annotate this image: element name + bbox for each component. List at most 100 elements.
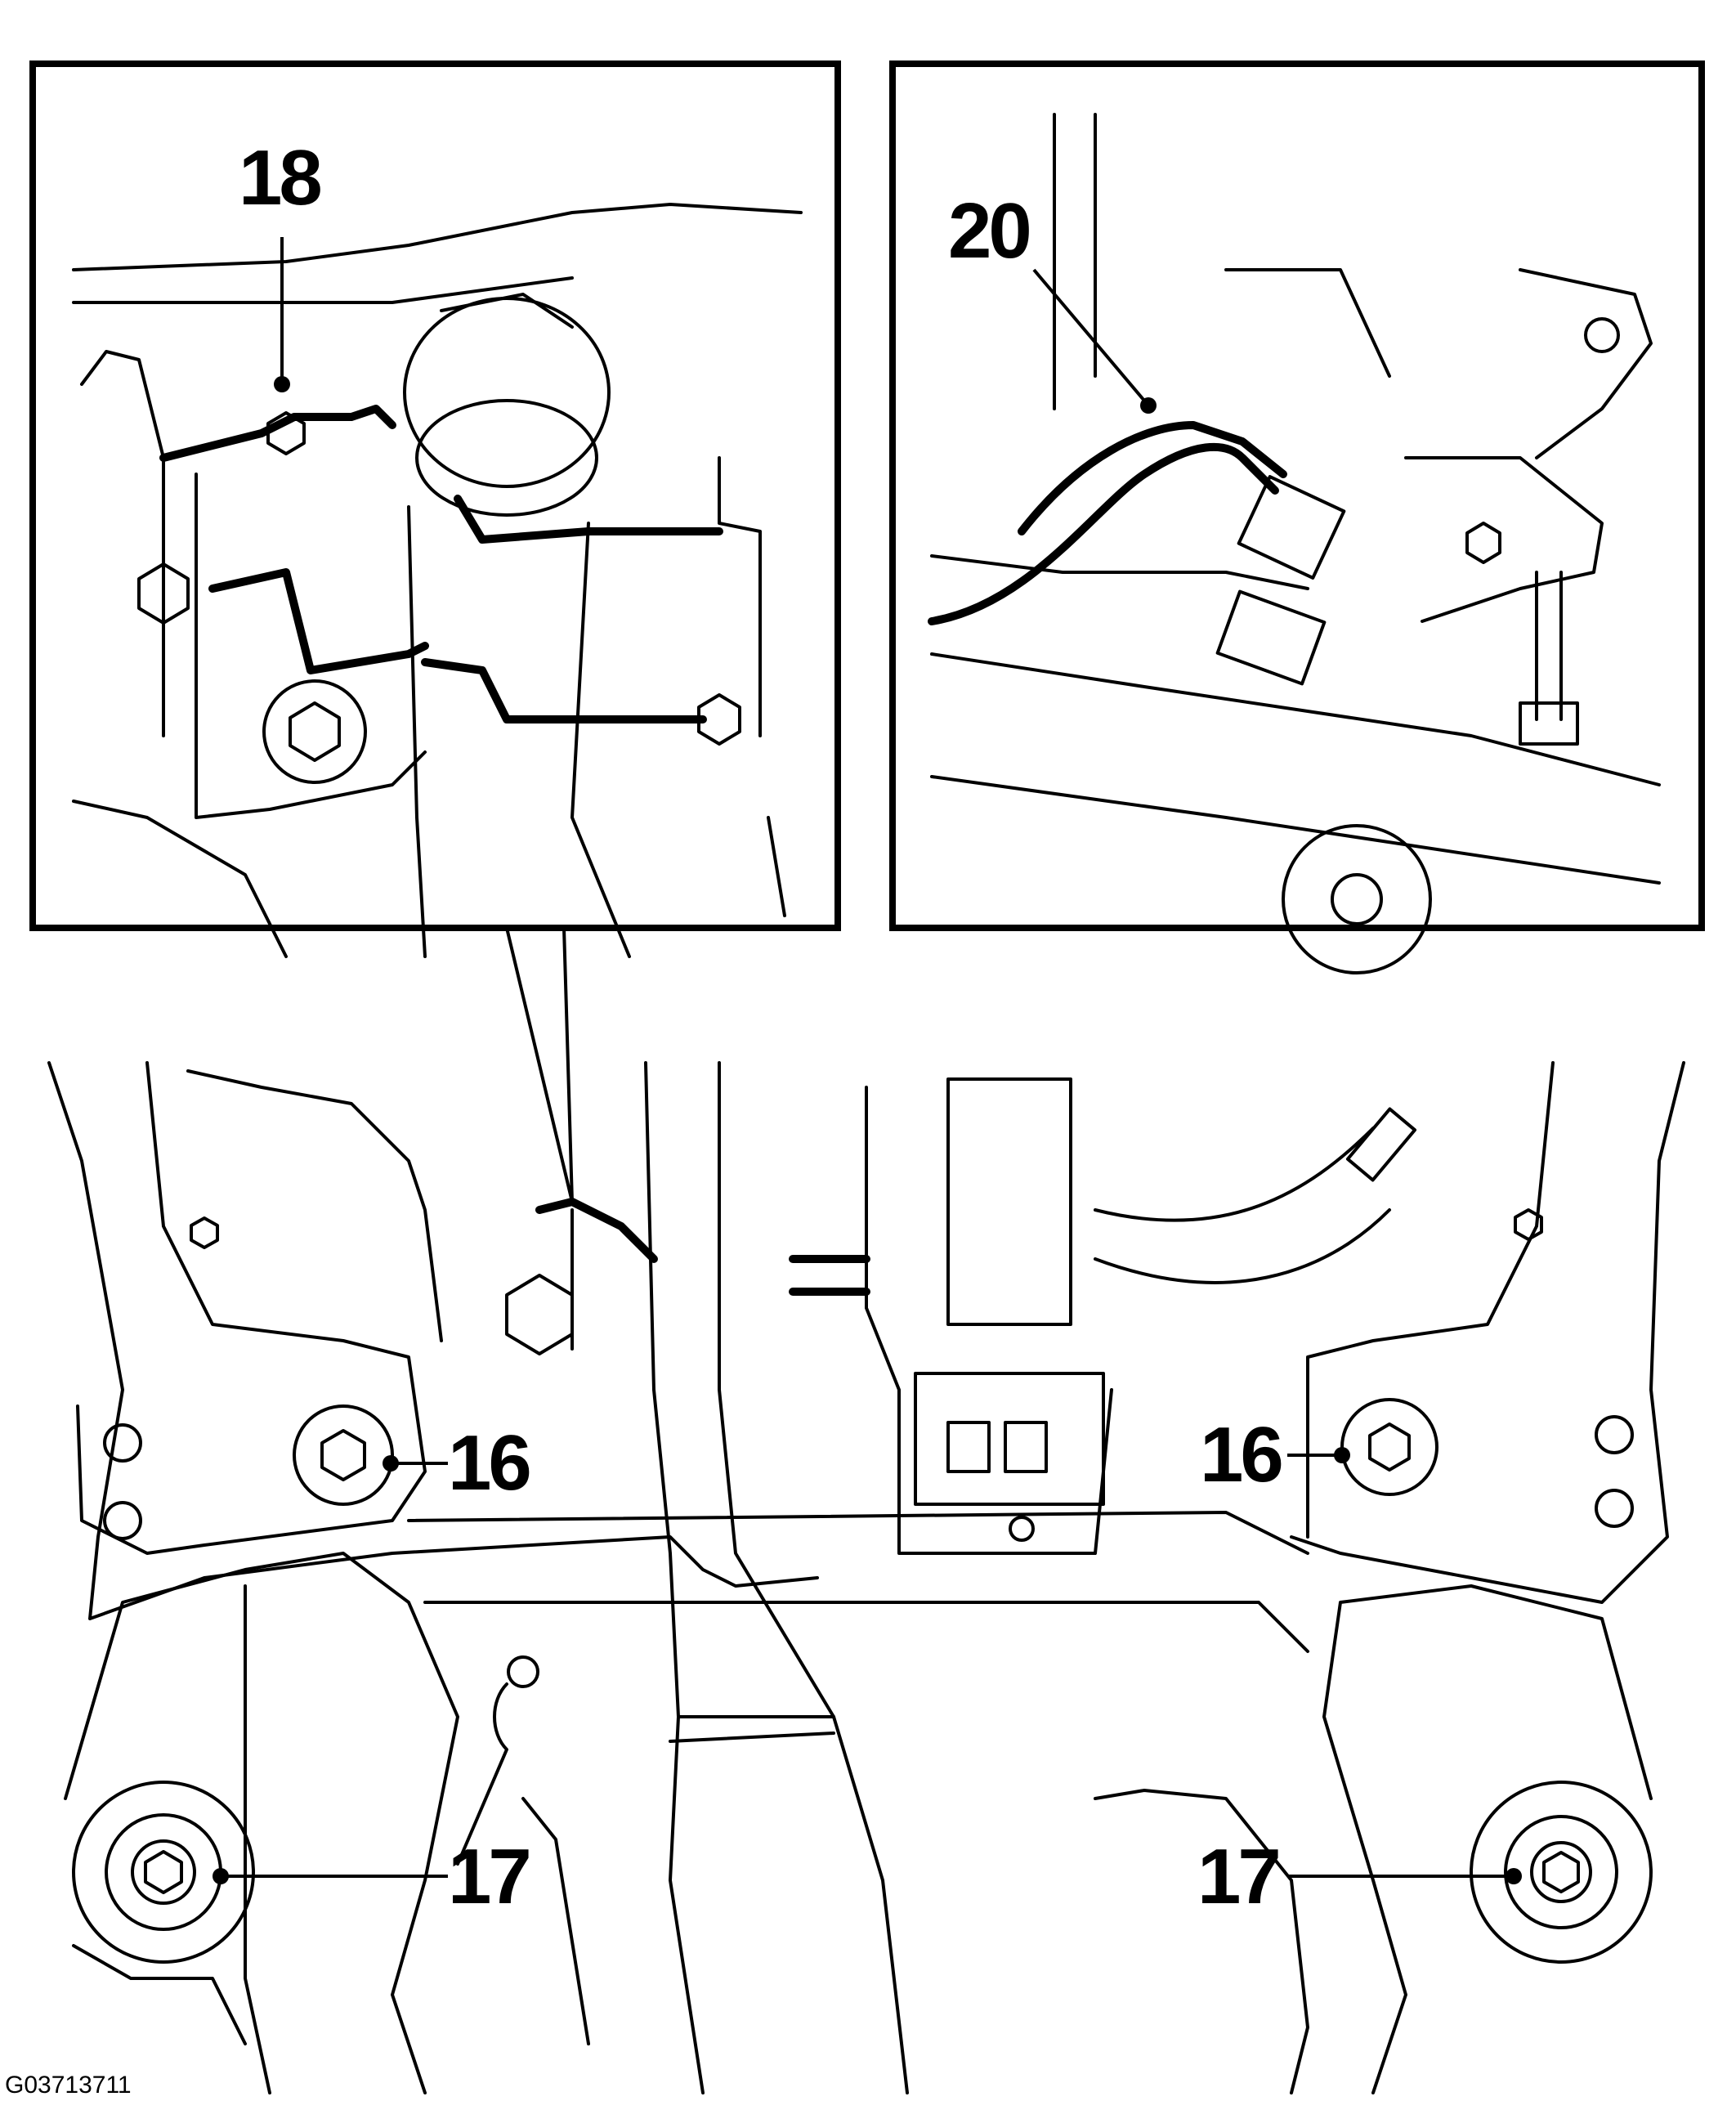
inset-lower-curve [72, 800, 288, 958]
tie-rod-arm [1519, 268, 1653, 459]
small-bolt-right-b [1595, 1489, 1634, 1528]
bolt-right-17-head [1542, 1851, 1580, 1893]
inset-right-bushing-core [1331, 873, 1383, 925]
inset-right [889, 60, 1705, 974]
mount-right-washer [1340, 1398, 1438, 1496]
bracket-18-top-edge [159, 405, 396, 462]
center-pipe-right-edge [718, 1061, 909, 2094]
inset-right-bushing [1282, 824, 1432, 974]
callout-16-right: 16 [1200, 1411, 1281, 1499]
inset-pipe-mouth [415, 399, 598, 517]
inset-pointer [505, 926, 574, 1203]
bushing-right-mid [1504, 1815, 1618, 1929]
figure-id: G03713711 [5, 2072, 132, 2099]
small-bolt-left-a [103, 1423, 142, 1463]
bracket-18-highlight [535, 1198, 658, 1263]
bushing-left-outer [72, 1781, 255, 1964]
subframe-left-outline [47, 1061, 819, 1620]
hose-right-upper [1094, 1127, 1375, 1222]
inset-right-upper [1224, 268, 1391, 378]
pipe-20-outer [1018, 421, 1287, 535]
steering-rack-body [1404, 456, 1604, 623]
hose-right-lower [1094, 1208, 1391, 1284]
engine-mount-block [946, 1077, 1072, 1326]
center-pipe-left-edge [644, 1061, 705, 2094]
subframe-left-arm [64, 1552, 459, 2094]
mount-slot-a [946, 1421, 991, 1473]
bolt-front-bracket [505, 1274, 574, 1355]
stud-nut [1519, 701, 1579, 746]
inset-pipe-right [570, 522, 631, 958]
leader-20 [1032, 268, 1146, 402]
subframe-left-panel [186, 1069, 443, 1342]
inset-lower-rod [767, 816, 786, 917]
rack-bolt [1465, 522, 1501, 564]
subframe-right-inner [1306, 1061, 1555, 1539]
callout-17-right: 17 [1197, 1833, 1278, 1920]
mount-frame [865, 1086, 1113, 1555]
threaded-stud [1535, 571, 1563, 721]
callout-17-left: 17 [448, 1833, 529, 1920]
inset-right-rail-top [930, 652, 1661, 786]
inset-pipe-left [407, 505, 427, 958]
hose-right-fitting [1345, 1107, 1417, 1182]
bushing-left-mid [105, 1813, 222, 1931]
bolt-left-17-head [144, 1850, 183, 1894]
inset-left-frame [29, 60, 841, 931]
pipe-20-highlight [928, 442, 1279, 625]
inset-left [29, 60, 841, 958]
inset-right-tube [930, 554, 1309, 590]
callout-20: 20 [948, 187, 1029, 275]
clamp-18-upper [454, 495, 723, 544]
mount-left-washer [293, 1404, 394, 1506]
lower-panel-left [521, 1797, 590, 2045]
sensor-plug [507, 1655, 539, 1688]
subframe-right-outline [1290, 1061, 1685, 1604]
arm-left-lower [72, 1944, 247, 2045]
main-view [47, 926, 1685, 2094]
bolt-left-16-head [320, 1429, 366, 1481]
leader-17-right-dot [1506, 1868, 1522, 1884]
hose-clamps [789, 1255, 870, 1296]
callout-18: 18 [239, 134, 320, 222]
subframe-right-arm [1322, 1584, 1653, 2094]
inset-bolt-upper-left [137, 562, 190, 625]
sensor-wire [456, 1682, 508, 1866]
clamp-18-lower [421, 658, 707, 723]
inset-left-beam [72, 276, 574, 304]
small-bolt-right-a [1595, 1415, 1634, 1454]
subframe-left-inner [76, 1061, 427, 1555]
bracket-18-nut [266, 411, 306, 455]
inset-right-rail-bottom [930, 775, 1661, 885]
inset-right-column [1053, 113, 1097, 410]
bushing-left-bolt [131, 1839, 196, 1905]
bracket-18-body [195, 473, 427, 819]
pipe-20-fitting [1237, 475, 1346, 580]
leader-16-left-dot [383, 1455, 399, 1472]
mount-center-hole [1009, 1516, 1035, 1542]
inset-right-bracket [718, 456, 762, 737]
inset-mount-washer [262, 679, 367, 784]
leader-17-left-dot [213, 1868, 229, 1884]
inset-left-strut [80, 350, 165, 737]
bushing-right-bolt [1530, 1841, 1592, 1903]
pipe-20-fitting-lower [1215, 589, 1327, 686]
pipe-clamp-bottom [669, 1731, 835, 1743]
bushing-right-outer [1470, 1781, 1653, 1964]
inset-left-horizon [72, 203, 803, 271]
small-bolt-left-b [103, 1501, 142, 1540]
crossmember-front [407, 1511, 1309, 1555]
nut-left-upper [190, 1216, 219, 1249]
engine-mount-bracket [914, 1372, 1105, 1506]
inset-right-nut [697, 693, 741, 746]
leader-18-dot [274, 376, 290, 392]
tie-rod-hole [1584, 317, 1620, 353]
inset-pipe-mesh [440, 293, 574, 329]
crossmember-rear [423, 1601, 1309, 1653]
inset-mount-bolt [289, 701, 341, 762]
bolt-right-16-head [1368, 1422, 1411, 1472]
lower-panel-right [1094, 1789, 1309, 2094]
bracket-18-mid-edge [208, 568, 429, 674]
mount-slot-b [1004, 1421, 1048, 1473]
